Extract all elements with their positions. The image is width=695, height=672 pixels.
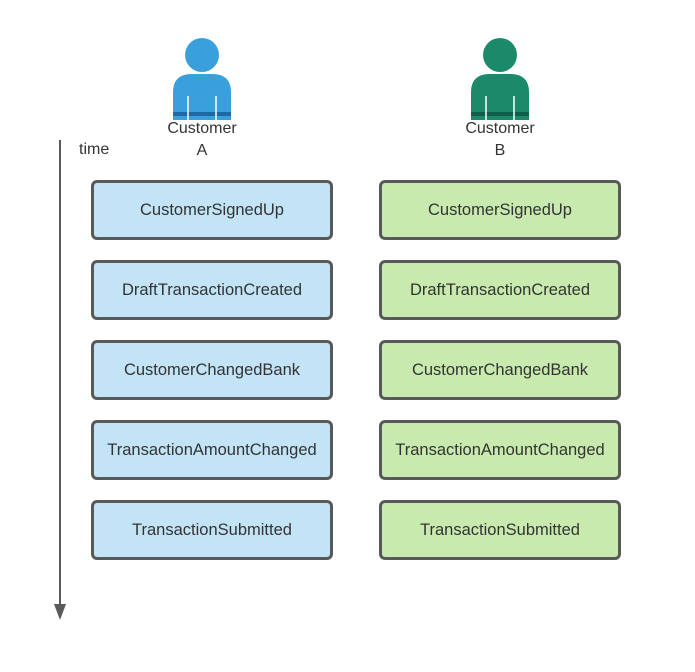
event-box: DraftTransactionCreated	[91, 260, 333, 320]
actor-name: Customer	[465, 120, 535, 137]
actor-id: A	[196, 142, 208, 159]
event-box: DraftTransactionCreated	[379, 260, 621, 320]
event-box: CustomerChangedBank	[91, 340, 333, 400]
actor-id: B	[494, 142, 506, 159]
event-box: TransactionSubmitted	[379, 500, 621, 560]
event-box: TransactionSubmitted	[91, 500, 333, 560]
actor-customer-a: Customer A	[142, 36, 262, 159]
event-box: CustomerSignedUp	[91, 180, 333, 240]
event-box: TransactionAmountChanged	[91, 420, 333, 480]
person-icon	[471, 38, 529, 120]
event-box: CustomerSignedUp	[379, 180, 621, 240]
actor-name: Customer	[167, 120, 237, 137]
event-box: CustomerChangedBank	[379, 340, 621, 400]
time-axis-label: time	[79, 141, 110, 158]
time-axis-arrow	[54, 140, 66, 620]
person-icon	[173, 38, 231, 120]
event-box: TransactionAmountChanged	[379, 420, 621, 480]
actor-customer-b: Customer B	[440, 36, 560, 159]
